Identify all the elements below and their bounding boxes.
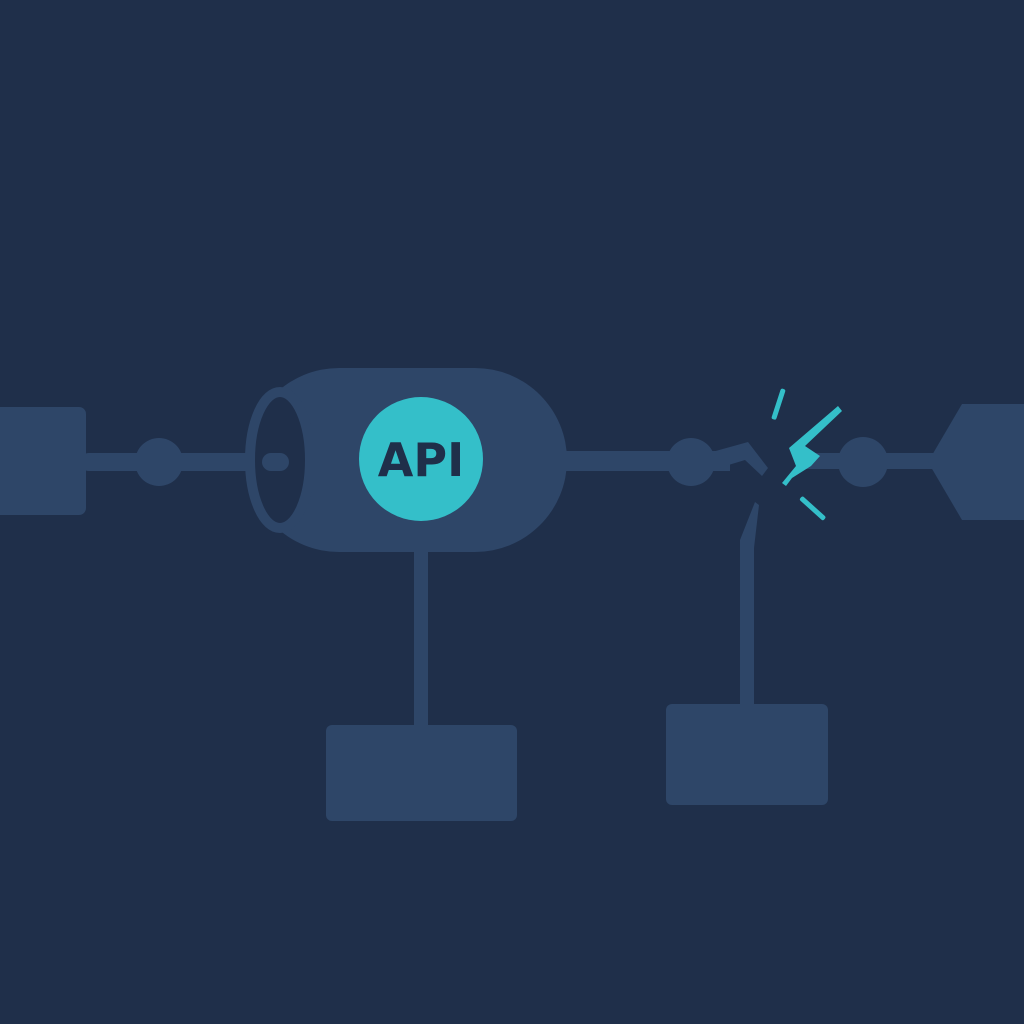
- broken-connection-spark: [771, 388, 842, 521]
- bent-wire-to-bottom-block: [740, 502, 759, 712]
- line-left-to-api: [80, 453, 290, 471]
- bottom-center-server-block: [326, 725, 517, 821]
- api-label: API: [378, 433, 464, 487]
- diamond-endpoint: [928, 404, 1024, 520]
- spark-tick-top: [771, 388, 786, 420]
- spark-tick-bottom: [799, 496, 826, 521]
- line-inside-cylinder: [262, 453, 289, 471]
- connector-node-left: [135, 438, 183, 486]
- broken-wire-end: [712, 442, 768, 476]
- connector-node-right: [667, 438, 715, 486]
- line-api-to-bottom-block: [414, 548, 428, 733]
- connector-node-far-right: [838, 437, 888, 487]
- api-badge: [359, 397, 483, 521]
- spark-bolt: [782, 406, 842, 486]
- left-server-block: [0, 407, 86, 515]
- bottom-right-server-block: [666, 704, 828, 805]
